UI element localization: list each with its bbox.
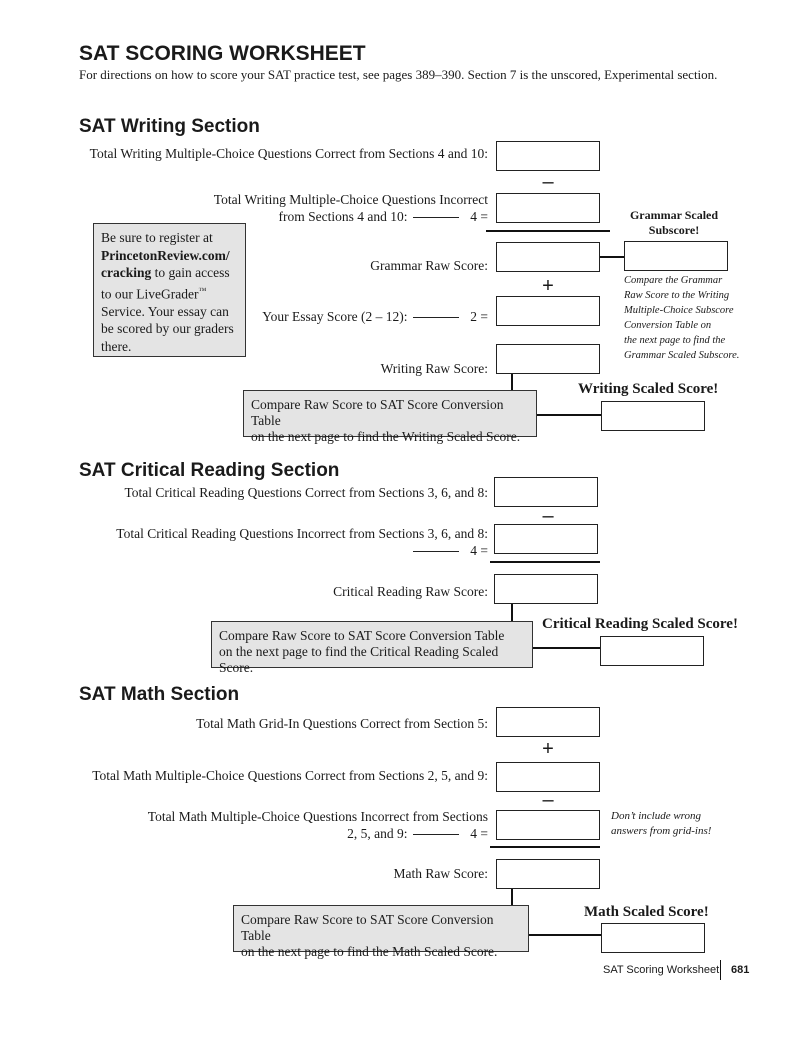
footer-divider bbox=[720, 960, 721, 980]
writing-connector-h bbox=[536, 414, 602, 416]
writing-incorrect-text: from Sections 4 and 10: bbox=[278, 209, 408, 224]
page-number: 681 bbox=[731, 964, 750, 976]
reading-sum-line bbox=[490, 561, 600, 563]
register-link-cont[interactable]: cracking bbox=[101, 265, 152, 280]
register-line: be scored by our graders bbox=[101, 321, 234, 336]
grammar-scaled-label: Grammar Scaled Subscore! bbox=[612, 208, 736, 238]
reading-raw-box[interactable] bbox=[494, 574, 598, 604]
trademark-mark: ™ bbox=[198, 285, 207, 295]
writing-divisor: 4 = bbox=[470, 209, 488, 224]
reading-connector-h bbox=[532, 647, 600, 649]
writing-incorrect-blank[interactable] bbox=[412, 217, 459, 218]
grammar-note-line: Raw Score to the Writing bbox=[624, 290, 730, 301]
grammar-note-line: Grammar Scaled Subscore. bbox=[624, 350, 740, 361]
register-line: Service. Your essay can bbox=[101, 303, 229, 319]
math-mc-incorrect-box[interactable] bbox=[496, 810, 600, 840]
math-compare-callout: Compare Raw Score to SAT Score Conversio… bbox=[233, 905, 529, 959]
register-link[interactable]: PrincetonReview.com/ bbox=[101, 247, 230, 263]
compare-line: Compare Raw Score to SAT Score Conversio… bbox=[251, 397, 504, 428]
writing-scaled-label: Writing Scaled Score! bbox=[578, 381, 719, 397]
writing-correct-box[interactable] bbox=[496, 141, 600, 171]
writing-incorrect-box[interactable] bbox=[496, 193, 600, 223]
math-mc-incorrect-label-1: Total Math Multiple-Choice Questions Inc… bbox=[147, 809, 488, 824]
essay-blank[interactable] bbox=[412, 317, 459, 318]
grammar-note-line: Multiple-Choice Subscore bbox=[624, 305, 734, 316]
math-mc-incorrect-label-2: 2, 5, and 9: 4 = bbox=[347, 826, 488, 842]
writing-compare-callout: Compare Raw Score to SAT Score Conversio… bbox=[243, 390, 537, 444]
writing-raw-box[interactable] bbox=[496, 344, 600, 374]
math-sum-line bbox=[490, 846, 600, 848]
reading-correct-label: Total Critical Reading Questions Correct… bbox=[124, 485, 489, 500]
writing-incorrect-label-1: Total Writing Multiple-Choice Questions … bbox=[213, 192, 488, 207]
writing-correct-label: Total Writing Multiple-Choice Questions … bbox=[89, 146, 488, 161]
writing-scaled-box[interactable] bbox=[601, 401, 705, 431]
reading-scaled-box[interactable] bbox=[600, 636, 704, 666]
writing-raw-label: Writing Raw Score: bbox=[380, 361, 488, 376]
essay-text: Your Essay Score (2 – 12): bbox=[262, 309, 408, 324]
compare-line: on the next page to find the Math Scaled… bbox=[241, 944, 498, 959]
grammar-note-line: Compare the Grammar bbox=[624, 275, 723, 286]
plus-sign: + bbox=[542, 275, 554, 297]
math-connector-h bbox=[528, 934, 602, 936]
grammar-note-line: the next page to find the bbox=[624, 335, 726, 346]
math-gridin-label: Total Math Grid-In Questions Correct fro… bbox=[196, 716, 488, 731]
minus-sign: – bbox=[542, 171, 554, 193]
math-incorrect-text: 2, 5, and 9: bbox=[347, 826, 408, 841]
minus-sign: – bbox=[542, 789, 554, 811]
math-note-line: answers from grid-ins! bbox=[611, 825, 712, 837]
math-incorrect-blank[interactable] bbox=[412, 834, 459, 835]
grammar-scaled-line1: Grammar Scaled bbox=[629, 208, 719, 222]
math-heading: SAT Math Section bbox=[79, 684, 240, 705]
reading-incorrect-box[interactable] bbox=[494, 524, 598, 554]
reading-scaled-label: Critical Reading Scaled Score! bbox=[542, 616, 738, 632]
grammar-scaled-line2: Subscore! bbox=[648, 223, 700, 237]
essay-label: Your Essay Score (2 – 12): 2 = bbox=[262, 309, 488, 325]
reading-incorrect-line2: 4 = bbox=[411, 543, 488, 559]
math-gridin-box[interactable] bbox=[496, 707, 600, 737]
writing-heading: SAT Writing Section bbox=[79, 116, 260, 137]
math-scaled-box[interactable] bbox=[601, 923, 705, 953]
math-note-line: Don’t include wrong bbox=[611, 810, 702, 822]
reading-heading: SAT Critical Reading Section bbox=[79, 460, 340, 481]
math-raw-label: Math Raw Score: bbox=[393, 866, 488, 881]
reading-correct-box[interactable] bbox=[494, 477, 598, 507]
compare-line: Compare Raw Score to SAT Score Conversio… bbox=[219, 628, 505, 643]
compare-line: on the next page to find the Critical Re… bbox=[219, 644, 499, 675]
math-mc-correct-box[interactable] bbox=[496, 762, 600, 792]
footer-running-title: SAT Scoring Worksheet bbox=[603, 964, 720, 976]
grammar-note: Compare the Grammar Raw Score to the Wri… bbox=[624, 273, 739, 363]
plus-sign: + bbox=[542, 738, 554, 760]
math-raw-box[interactable] bbox=[496, 859, 600, 889]
grammar-connector bbox=[600, 256, 624, 258]
minus-sign: – bbox=[542, 505, 554, 527]
grammar-raw-label: Grammar Raw Score: bbox=[370, 258, 488, 273]
register-callout: Be sure to register at PrincetonReview.c… bbox=[93, 223, 246, 357]
reading-raw-label: Critical Reading Raw Score: bbox=[333, 584, 488, 599]
grammar-note-line: Conversion Table on bbox=[624, 320, 712, 331]
reading-incorrect-blank[interactable] bbox=[412, 551, 459, 552]
writing-sum-line bbox=[486, 230, 610, 232]
math-scaled-label: Math Scaled Score! bbox=[584, 904, 709, 920]
essay-multiplier: 2 = bbox=[470, 309, 488, 324]
grammar-raw-box[interactable] bbox=[496, 242, 600, 272]
compare-line: on the next page to find the Writing Sca… bbox=[251, 429, 521, 444]
page-title: SAT SCORING WORKSHEET bbox=[79, 42, 366, 65]
register-line: there. bbox=[101, 338, 132, 354]
math-mc-correct-label: Total Math Multiple-Choice Questions Cor… bbox=[92, 768, 488, 783]
reading-incorrect-label: Total Critical Reading Questions Incorre… bbox=[116, 526, 488, 541]
register-line: to our LiveGrader bbox=[101, 286, 199, 301]
math-note: Don’t include wrong answers from grid-in… bbox=[611, 809, 711, 839]
reading-compare-callout: Compare Raw Score to SAT Score Conversio… bbox=[211, 621, 533, 675]
register-line: to gain access bbox=[151, 265, 230, 280]
writing-incorrect-label-2: from Sections 4 and 10: 4 = bbox=[279, 209, 488, 225]
reading-divisor: 4 = bbox=[470, 543, 488, 558]
register-line: Be sure to register at bbox=[101, 230, 213, 245]
intro-text: For directions on how to score your SAT … bbox=[79, 67, 718, 82]
essay-box[interactable] bbox=[496, 296, 600, 326]
compare-line: Compare Raw Score to SAT Score Conversio… bbox=[241, 912, 494, 943]
math-divisor: 4 = bbox=[470, 826, 488, 841]
grammar-scaled-box[interactable] bbox=[624, 241, 728, 271]
